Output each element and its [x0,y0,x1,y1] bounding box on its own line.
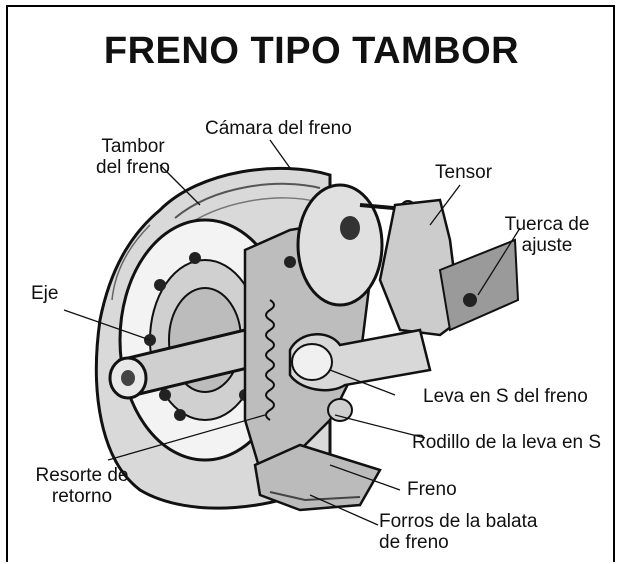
label-resorte-line-1: Resorte de [35,465,129,486]
label-forros-de-balata: Forros de la balata de freno [379,511,537,553]
s-cam [288,328,432,422]
label-tuerca-de-ajuste: Tuerca de ajuste [497,214,597,256]
label-rodillo-leva: Rodillo de la leva en S [412,432,602,453]
page-title: FRENO TIPO TAMBOR [103,30,520,72]
label-tuerca-line-2: ajuste [521,235,573,256]
label-tambor-line-1: Tambor [101,136,165,157]
label-resorte-de-retorno: Resorte de retorno [22,465,142,507]
label-forros-line-1: Forros de la balata [379,511,538,532]
label-forros-line-2: de freno [379,532,449,553]
label-tensor: Tensor [435,162,493,183]
return-spring [265,299,275,421]
label-resorte-line-2: retorno [51,486,113,507]
label-camara-del-freno: Cámara del freno [205,118,352,139]
label-tuerca-line-1: Tuerca de [504,214,590,235]
label-tambor-del-freno: Tambor del freno [78,136,188,178]
label-leva-en-s: Leva en S del freno [423,386,588,407]
label-tambor-line-2: del freno [96,157,170,178]
leader-lines [63,139,521,526]
label-freno: Freno [407,479,457,500]
label-eje: Eje [31,283,59,304]
diagram-frame [6,5,615,562]
brake-shoe [253,443,382,512]
